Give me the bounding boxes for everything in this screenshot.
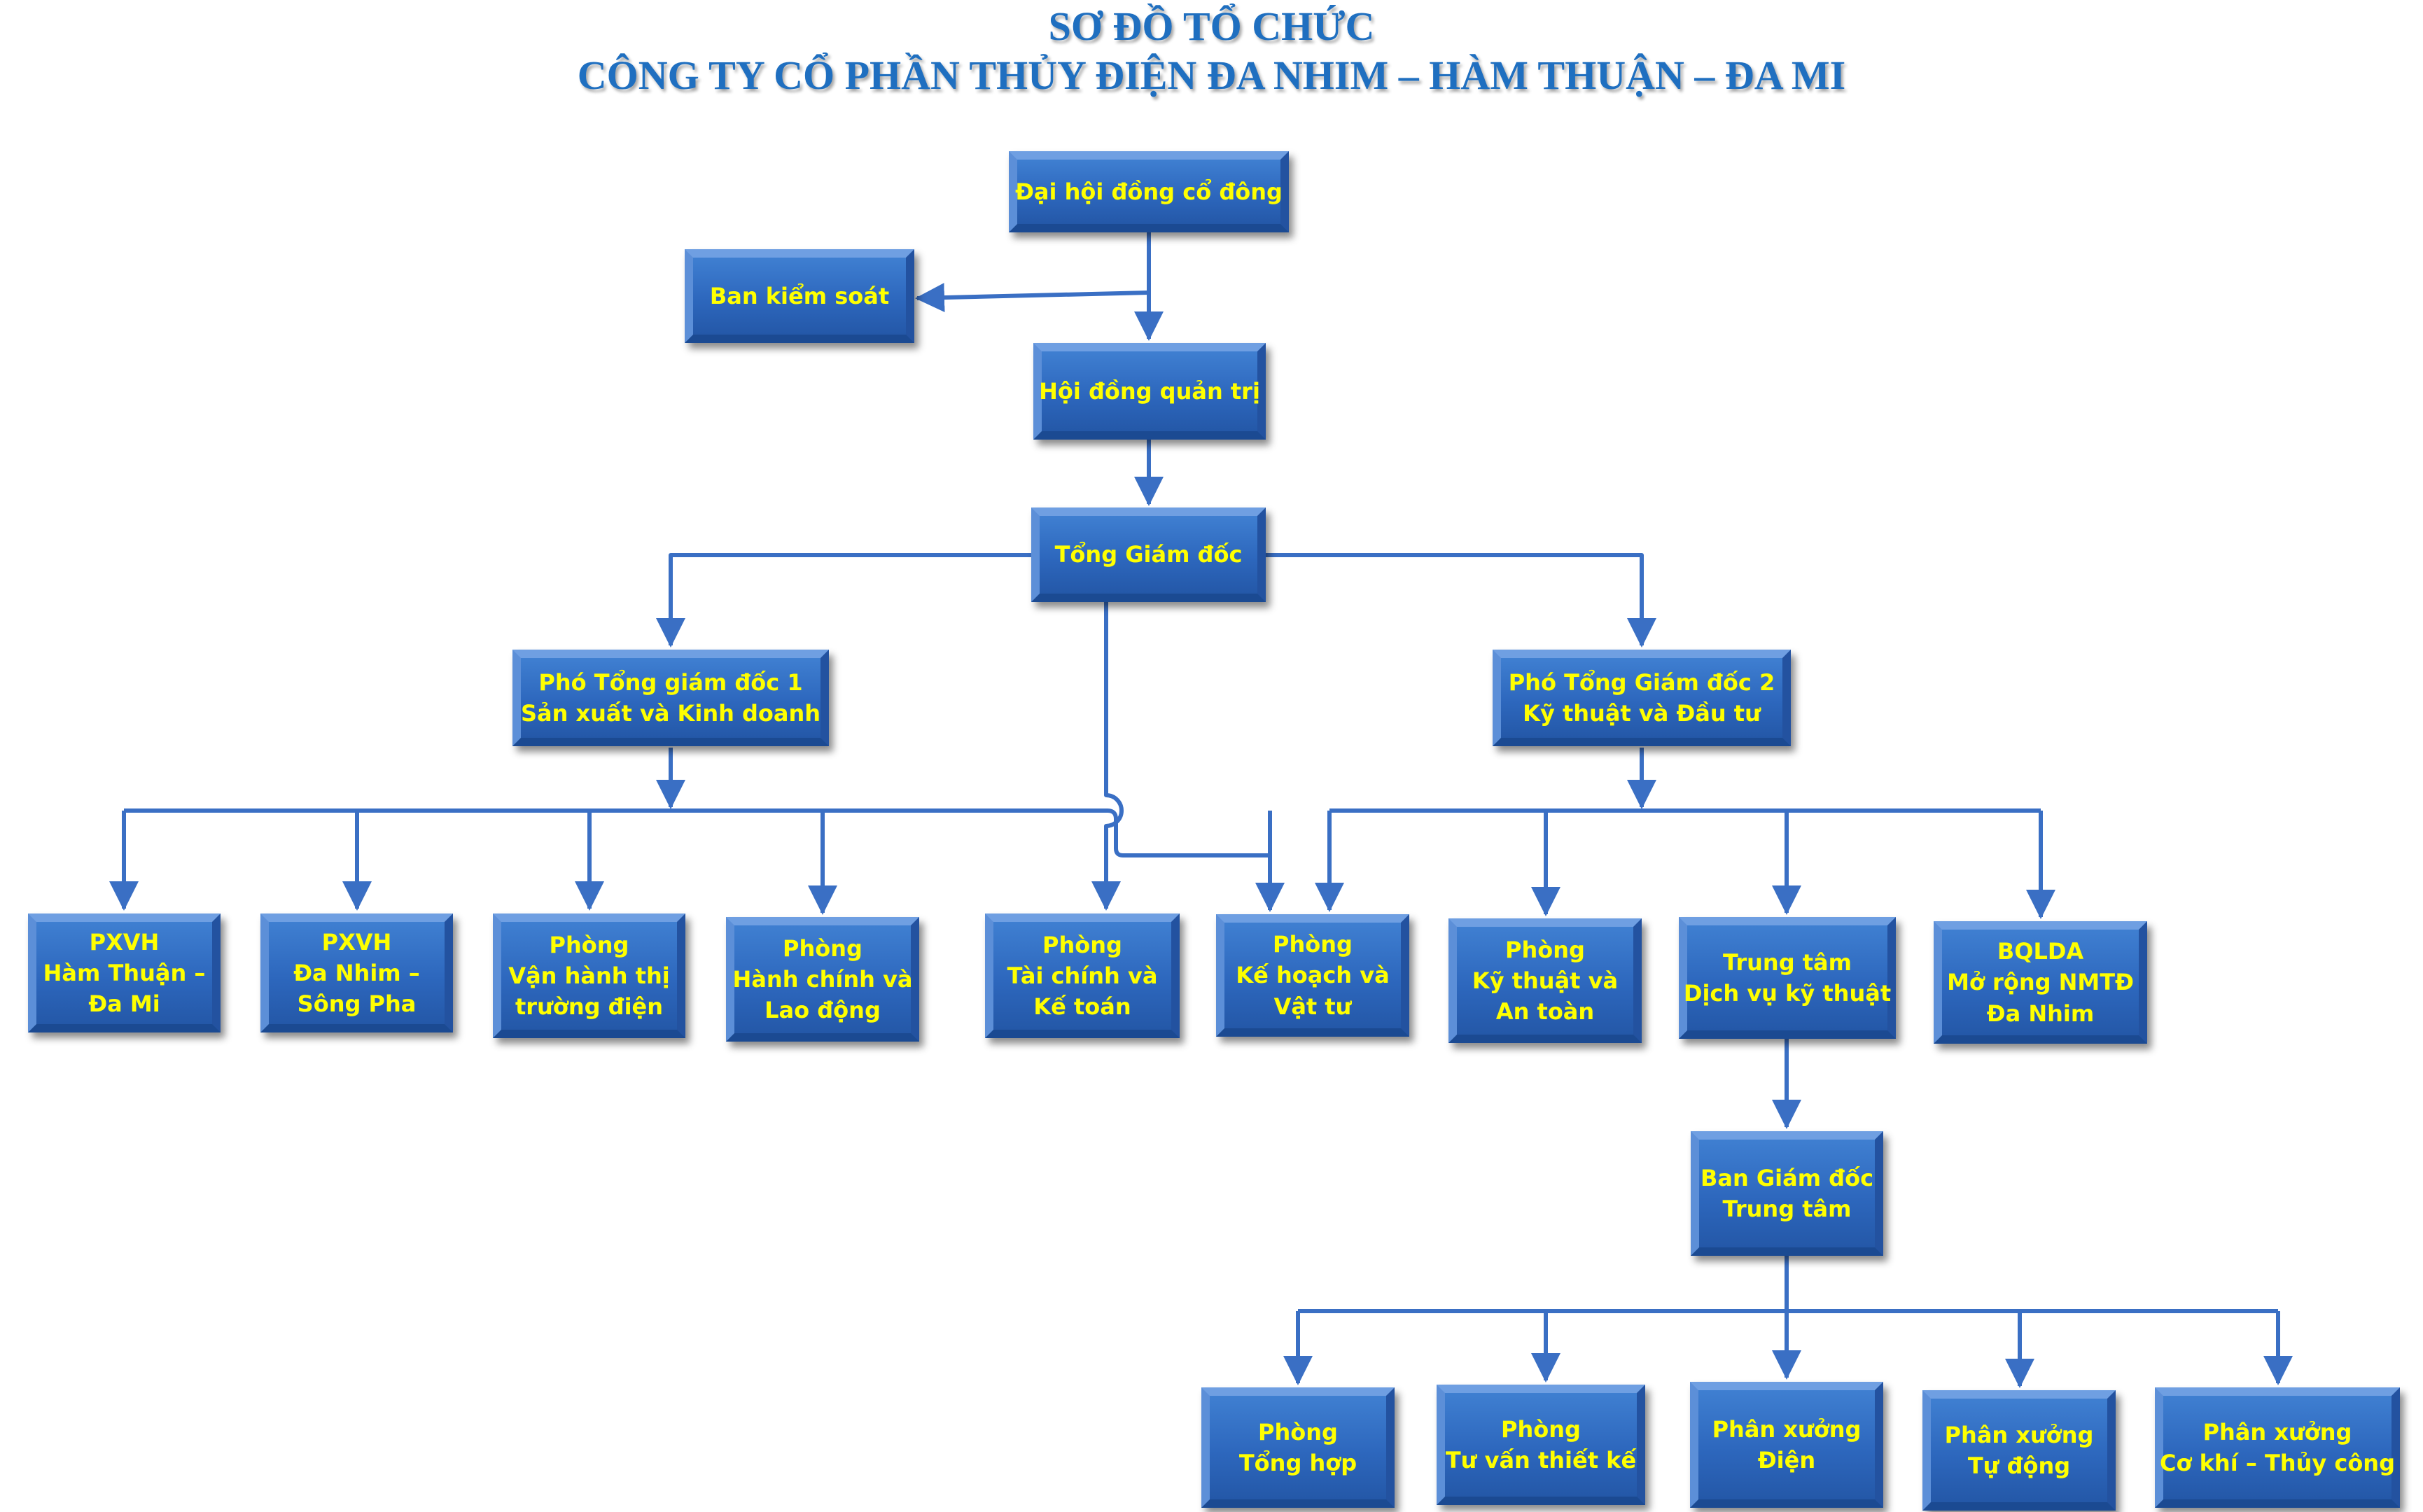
- box-label: Kỹ thuật và: [1472, 967, 1619, 994]
- box-label: Phòng: [549, 931, 629, 958]
- connector-dhdcd-bks: [915, 283, 1150, 313]
- box-label: PXVH: [89, 928, 160, 955]
- box-label: Phân xưởng: [1712, 1415, 1862, 1443]
- connector-tgd-ptgd1: [656, 553, 1031, 648]
- box-bqlda-mo-rong-nmtd-da-nhim: BQLDA Mở rộng NMTĐ Đa Nhim: [1934, 921, 2147, 1044]
- box-label: Phòng: [1042, 931, 1122, 958]
- box-label: Phòng: [1273, 931, 1353, 958]
- box-phong-ke-hoach-vat-tu: Phòng Kế hoạch và Vật tư: [1216, 914, 1409, 1037]
- box-label: Trung tâm: [1723, 948, 1852, 976]
- box-hoi-dong-quan-tri: Hội đồng quản trị: [1033, 343, 1266, 440]
- box-label: Kế hoạch và: [1236, 962, 1390, 989]
- box-label: Ban Giám đốc: [1700, 1164, 1874, 1191]
- box-label: Ban kiểm soát: [709, 282, 890, 309]
- box-dai-hoi-dong-co-dong: Đại hội đồng cổ đông: [1009, 151, 1289, 232]
- box-label: An toàn: [1495, 998, 1595, 1026]
- connector-tgd-ptgd2: [1266, 553, 1656, 648]
- box-label: Vật tư: [1273, 993, 1352, 1020]
- box-pho-tong-giam-doc-1: Phó Tổng giám đốc 1 Sản xuất và Kinh doa…: [512, 650, 829, 746]
- box-phong-tong-hop: Phòng Tổng hợp: [1201, 1387, 1395, 1508]
- box-pxvh-da-nhim-song-pha: PXVH Đa Nhim – Sông Pha: [260, 913, 453, 1032]
- box-phan-xuong-dien: Phân xưởng Điện: [1690, 1382, 1883, 1508]
- box-label: Hành chính và: [732, 965, 913, 993]
- box-label: Phòng: [1258, 1418, 1338, 1446]
- box-label: Đại hội đồng cổ đông: [1015, 178, 1283, 205]
- box-pho-tong-giam-doc-2: Phó Tổng Giám đốc 2 Kỹ thuật và Đầu tư: [1493, 650, 1791, 746]
- box-label: Phòng: [1505, 936, 1585, 963]
- box-phong-tai-chinh-ke-toan: Phòng Tài chính và Kế toán: [985, 913, 1180, 1038]
- chart-title: SƠ ĐỒ TỔ CHỨC: [1048, 4, 1375, 49]
- box-label: Đa Nhim: [1986, 1000, 2095, 1027]
- box-label: Cơ khí – Thủy công: [2160, 1450, 2395, 1476]
- bus-ptgd1: [124, 808, 1270, 858]
- box-label: Hàm Thuận –: [43, 959, 206, 986]
- box-label: Sông Pha: [297, 990, 417, 1018]
- box-label: Tự động: [1967, 1452, 2071, 1479]
- box-label: Tư vấn thiết kế: [1445, 1447, 1637, 1474]
- box-label: Đa Nhim –: [293, 959, 420, 986]
- box-label: BQLDA: [1997, 938, 2084, 965]
- box-label: Trung tâm: [1722, 1196, 1852, 1222]
- box-trung-tam-dich-vu-ky-thuat: Trung tâm Dịch vụ kỹ thuật: [1679, 917, 1896, 1039]
- box-phong-tu-van-thiet-ke: Phòng Tư vấn thiết kế: [1437, 1385, 1645, 1505]
- box-label: Điện: [1757, 1447, 1816, 1474]
- box-phan-xuong-tu-dong: Phân xưởng Tự động: [1922, 1390, 2116, 1511]
- box-phong-ky-thuat-an-toan: Phòng Kỹ thuật và An toàn: [1448, 918, 1642, 1043]
- box-label: Dịch vụ kỹ thuật: [1683, 980, 1892, 1007]
- box-phan-xuong-co-khi-thuy-cong: Phân xưởng Cơ khí – Thủy công: [2155, 1387, 2400, 1508]
- box-tong-giam-doc: Tổng Giám đốc: [1031, 507, 1266, 602]
- box-label: Lao động: [764, 997, 881, 1024]
- box-phong-hanh-chinh-lao-dong: Phòng Hành chính và Lao động: [726, 917, 919, 1042]
- box-label: Tổng Giám đốc: [1054, 541, 1243, 568]
- box-label: Kỹ thuật và Đầu tư: [1523, 700, 1761, 727]
- box-label: trường điện: [515, 993, 664, 1021]
- box-ban-kiem-soat: Ban kiểm soát: [685, 249, 914, 343]
- connector-tgd-tckt: [1091, 602, 1124, 911]
- box-label: Phòng: [1501, 1415, 1581, 1443]
- box-label: Phó Tổng giám đốc 1: [538, 668, 803, 696]
- box-label: Phó Tổng Giám đốc 2: [1508, 668, 1775, 696]
- box-label: PXVH: [321, 928, 392, 955]
- box-label: Đa Mi: [88, 990, 160, 1018]
- box-label: Phòng: [783, 934, 863, 962]
- box-label: Mở rộng NMTĐ: [1947, 969, 2134, 996]
- box-pxvh-ham-thuan-da-mi: PXVH Hàm Thuận – Đa Mi: [28, 913, 221, 1032]
- box-ban-giam-doc-trung-tam: Ban Giám đốc Trung tâm: [1691, 1131, 1883, 1256]
- box-label: Tổng hợp: [1238, 1450, 1357, 1476]
- box-label: Kế toán: [1033, 993, 1131, 1021]
- company-name: CÔNG TY CỔ PHẦN THỦY ĐIỆN ĐA NHIM – HÀM …: [577, 52, 1846, 98]
- box-label: Phân xưởng: [1944, 1421, 2094, 1448]
- box-label: Vận hành thị: [508, 962, 670, 989]
- box-phong-van-hanh-thi-truong-dien: Phòng Vận hành thị trường điện: [493, 913, 685, 1038]
- box-label: Hội đồng quản trị: [1039, 377, 1260, 405]
- box-label: Phân xưởng: [2202, 1418, 2352, 1446]
- box-label: Tài chính và: [1007, 962, 1158, 989]
- box-label: Sản xuất và Kinh doanh: [520, 700, 821, 727]
